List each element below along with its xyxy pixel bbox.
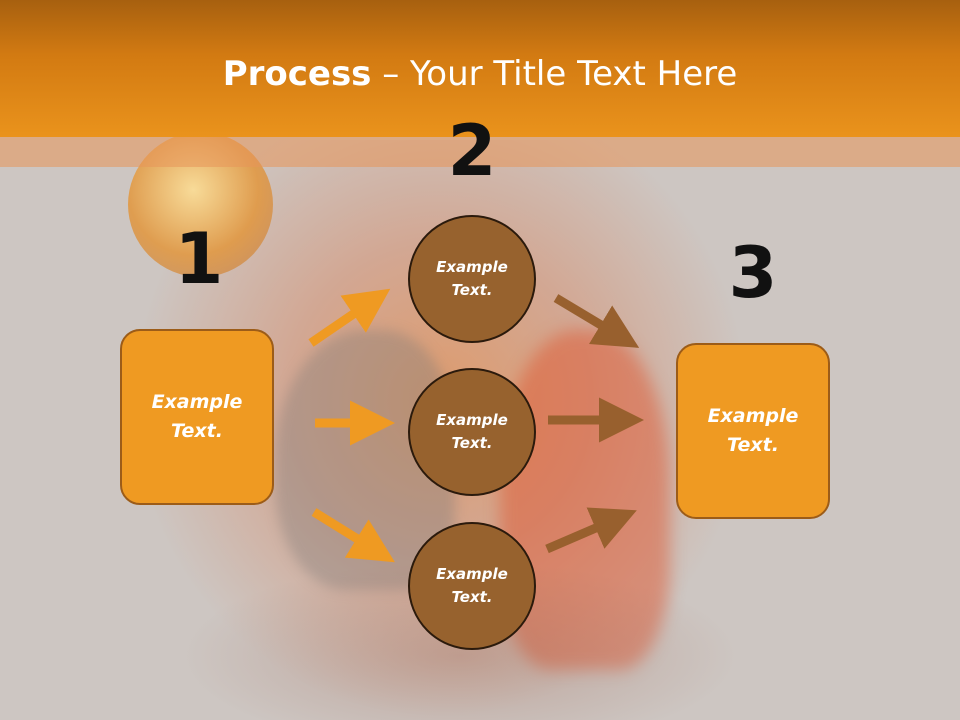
title-bar-band <box>0 137 960 167</box>
step-2-circle-top[interactable]: Example Text. <box>408 215 536 343</box>
title-bold: Process <box>222 54 372 94</box>
step-number-3: 3 <box>728 232 778 314</box>
step-number-1: 1 <box>174 218 224 300</box>
title-bar <box>0 0 960 137</box>
arrow-top-to-right <box>553 294 640 348</box>
step-1-box[interactable]: Example Text. <box>120 329 274 505</box>
step-3-box-text: Example Text. <box>707 405 799 456</box>
title-rest: – Your Title Text Here <box>371 54 738 94</box>
step-3-box[interactable]: Example Text. <box>676 343 830 519</box>
step-number-2: 2 <box>447 110 497 192</box>
arrow-left-to-bottom <box>311 508 395 563</box>
slide-title[interactable]: Process – Your Title Text Here <box>0 52 960 96</box>
arrow-bottom-to-right <box>545 507 637 554</box>
arrow-left-to-top <box>308 288 391 347</box>
step-2-circle-bottom[interactable]: Example Text. <box>408 522 536 650</box>
circle-top-text: Example Text. <box>436 258 508 299</box>
step-2-circle-middle[interactable]: Example Text. <box>408 368 536 496</box>
circle-middle-text: Example Text. <box>436 411 508 452</box>
step-1-box-text: Example Text. <box>151 391 243 442</box>
circle-bottom-text: Example Text. <box>436 565 508 606</box>
